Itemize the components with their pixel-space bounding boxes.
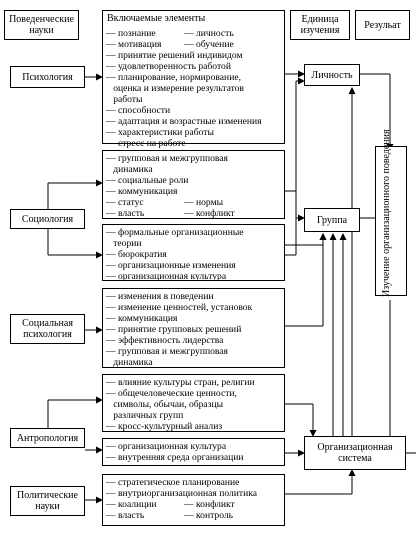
- elements-political-science: — стратегическое планирование— внутриорг…: [102, 474, 285, 526]
- element-item: — адаптация и возрастные изменения: [106, 116, 262, 127]
- science-psychology-label: Психология: [22, 71, 73, 83]
- element-item-right: — нормы: [184, 197, 224, 208]
- science-sociology: Социология: [10, 209, 85, 229]
- element-item-left: — власть: [106, 208, 145, 219]
- element-item-left: — статус: [106, 197, 144, 208]
- science-anthropology: Антропология: [10, 428, 85, 448]
- result-label: Изучение организационного поведения: [381, 129, 392, 297]
- element-item-right: — обучение: [184, 39, 234, 50]
- element-item: — власть — контроль: [106, 510, 281, 521]
- element-item: оценка и измерение результатов: [106, 83, 244, 94]
- header-unit-of-study: Единица изучения: [290, 10, 350, 40]
- unit-group: Группа: [304, 208, 360, 232]
- element-item: — власть — конфликт: [106, 208, 281, 219]
- element-item: — групповая и межгрупповая: [106, 346, 228, 357]
- element-item: различных групп: [106, 410, 184, 421]
- science-political-science: Политические науки: [10, 486, 85, 516]
- element-item: — мотивация — обучение: [106, 39, 281, 50]
- element-item: — общечеловеческие ценности,: [106, 388, 237, 399]
- element-item: динамика: [106, 164, 153, 175]
- element-item: — организационные изменения: [106, 260, 236, 271]
- element-item: теории: [106, 238, 142, 249]
- science-anthropology-label: Антропология: [16, 432, 79, 444]
- science-social-psychology-label: Социальная психология: [22, 318, 73, 340]
- element-item-left: — мотивация: [106, 39, 162, 50]
- element-item: — бюрократия: [106, 249, 167, 260]
- element-item: — удовлетворенность работой: [106, 61, 231, 72]
- unit-personality: Личность: [304, 64, 360, 86]
- elements-anthropology-org: — организационная культура— внутренняя с…: [102, 438, 285, 466]
- element-item: — влияние культуры стран, религии: [106, 377, 255, 388]
- element-item: — организационная культура: [106, 271, 227, 282]
- element-item: — статус — нормы: [106, 197, 281, 208]
- science-social-psychology: Социальная психология: [10, 314, 85, 344]
- element-item-right: — контроль: [184, 510, 234, 521]
- element-item: — групповая и межгрупповая: [106, 153, 228, 164]
- element-item: — внутриорганизационная политика: [106, 488, 258, 499]
- header-behavioral-sciences: Поведенческие науки: [4, 10, 79, 40]
- unit-personality-label: Личность: [311, 69, 353, 81]
- elements-psychology: — познание — личность — мотивация — обучени…: [102, 26, 285, 149]
- element-item: — принятие решений индивидом: [106, 50, 243, 61]
- element-item: символы, обычаи, образцы: [106, 399, 224, 410]
- element-item-left: — коалиции: [106, 499, 157, 510]
- element-item: — изменения в поведении: [106, 291, 214, 302]
- element-item: — коммуникация: [106, 186, 178, 197]
- elements-sociology-org: — формальные организационные теории— бюр…: [102, 224, 285, 282]
- elements-social-psychology: — изменения в поведении— изменение ценно…: [102, 288, 285, 368]
- unit-org-system: Организационная система: [304, 436, 406, 470]
- element-item: — познание — личность: [106, 28, 281, 39]
- science-sociology-label: Социология: [21, 213, 74, 225]
- element-item: — коммуникация: [106, 313, 178, 324]
- element-item: — кросс-культурный анализ: [106, 421, 223, 432]
- element-item: работы: [106, 94, 143, 105]
- element-item: — планирование, нормирование,: [106, 72, 241, 83]
- elements-sociology-group: — групповая и межгрупповая динамика— соц…: [102, 150, 285, 219]
- unit-org-system-label: Организационная система: [317, 442, 393, 464]
- element-item: — внутренняя среда организации: [106, 452, 244, 463]
- element-item: — социальные роли: [106, 175, 189, 186]
- element-item: — изменение ценностей, установок: [106, 302, 253, 313]
- unit-group-label: Группа: [316, 214, 348, 226]
- header-result-text: Резульат: [364, 19, 401, 31]
- header-unit-of-study-text: Единица изучения: [300, 14, 340, 36]
- science-psychology: Психология: [10, 66, 85, 88]
- element-item: — стратегическое планирование: [106, 477, 240, 488]
- element-item: — характеристики работы: [106, 127, 214, 138]
- element-item-right: — конфликт: [184, 499, 235, 510]
- element-item: — организационная культура: [106, 441, 227, 452]
- header-result: Резульат: [355, 10, 410, 40]
- header-behavioral-sciences-text: Поведенческие науки: [9, 14, 74, 36]
- elements-anthropology-culture: — влияние культуры стран, религии— общеч…: [102, 374, 285, 432]
- element-item: — эффективность лидерства: [106, 335, 224, 346]
- element-item: — стресс на работе: [106, 138, 186, 149]
- element-item: — коалиции — конфликт: [106, 499, 281, 510]
- element-item: — формальные организационные: [106, 227, 244, 238]
- element-item: — принятие групповых решений: [106, 324, 242, 335]
- element-item: — способности: [106, 105, 171, 116]
- element-item: динамика: [106, 357, 153, 368]
- element-item-left: — власть: [106, 510, 145, 521]
- result-box: Изучение организационного поведения: [375, 129, 407, 297]
- element-item-left: — познание: [106, 28, 156, 39]
- element-item-right: — конфликт: [184, 208, 235, 219]
- science-political-science-label: Политические науки: [17, 490, 78, 512]
- element-item-right: — личность: [184, 28, 234, 39]
- header-included-elements-text: Включаемые элементы: [107, 13, 206, 24]
